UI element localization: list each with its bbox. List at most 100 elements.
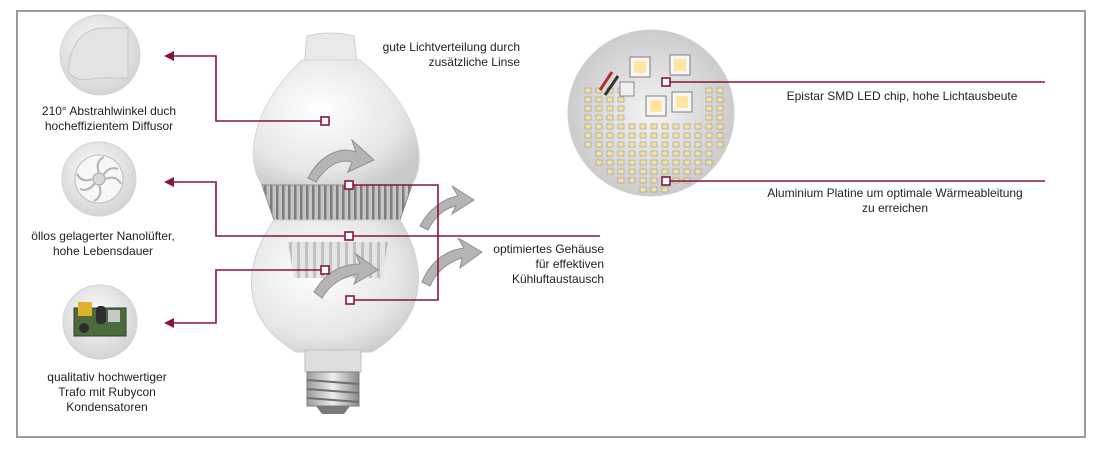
callout-arrowheads: [164, 51, 174, 328]
smd-led: [606, 132, 614, 139]
smd-led: [617, 177, 625, 184]
smd-led: [584, 114, 592, 121]
label-diffusor-line2: hocheffizientem Diffusor: [44, 119, 174, 133]
label-housing: optimiertes Gehäuse für effektiven Kühlu…: [470, 242, 604, 287]
smd-led: [628, 150, 636, 157]
label-platine-line1: Aluminium Platine um optimale Wärmeablei…: [767, 186, 1023, 200]
smd-led: [595, 141, 603, 148]
smd-led: [716, 87, 724, 94]
smd-led: [672, 168, 680, 175]
smd-led: [661, 150, 669, 157]
smd-led: [672, 141, 680, 148]
smd-led: [716, 123, 724, 130]
smd-led: [606, 96, 614, 103]
callout-lines: [172, 55, 1045, 324]
smd-led: [661, 132, 669, 139]
label-platine-line2: zu erreichen: [861, 201, 929, 215]
smd-led: [628, 132, 636, 139]
smd-led: [705, 141, 713, 148]
smd-led: [639, 150, 647, 157]
label-fan-line1: öllos gelagerter Nanolüfter,: [31, 229, 175, 243]
smd-led: [694, 168, 702, 175]
smd-led: [672, 150, 680, 157]
diagram-frame: [16, 10, 1086, 438]
smd-led: [617, 150, 625, 157]
smd-led: [628, 177, 636, 184]
smd-led: [584, 96, 592, 103]
smd-led: [672, 159, 680, 166]
smd-led: [639, 177, 647, 184]
smd-led: [639, 159, 647, 166]
smd-led: [617, 96, 625, 103]
smd-led: [672, 123, 680, 130]
smd-led: [705, 87, 713, 94]
smd-led: [617, 159, 625, 166]
trafo-circle: [62, 284, 138, 360]
smd-led: [617, 123, 625, 130]
smd-led: [606, 150, 614, 157]
smd-led: [683, 150, 691, 157]
label-fan: öllos gelagerter Nanolüfter, hohe Lebens…: [18, 229, 188, 259]
smd-led: [606, 159, 614, 166]
smd-led: [694, 141, 702, 148]
smd-led: [650, 186, 658, 193]
smd-led: [705, 114, 713, 121]
smd-led: [628, 159, 636, 166]
label-lens-line2: zusätzliche Linse: [428, 55, 520, 69]
smd-led: [694, 132, 702, 139]
smd-led: [617, 114, 625, 121]
fan-circle: [61, 141, 137, 217]
label-lens: gute Lichtverteilung durch zusätzliche L…: [340, 40, 520, 70]
smd-led: [705, 132, 713, 139]
label-lens-line1: gute Lichtverteilung durch: [382, 40, 520, 54]
smd-led: [683, 159, 691, 166]
smd-led: [705, 150, 713, 157]
label-trafo-line3: Kondensatoren: [66, 400, 148, 414]
smd-led: [617, 141, 625, 148]
smd-led: [716, 132, 724, 139]
smd-led: [639, 123, 647, 130]
label-housing-line1: optimiertes Gehäuse: [493, 242, 604, 256]
smd-led: [683, 123, 691, 130]
smd-led: [716, 114, 724, 121]
label-diffusor-line1: 210° Abstrahlwinkel duch: [41, 104, 177, 118]
smd-led: [628, 168, 636, 175]
label-trafo-line2: Trafo mit Rubycon: [58, 385, 156, 399]
airflow-arrows: [307, 138, 483, 299]
smd-led: [705, 105, 713, 112]
smd-led: [628, 141, 636, 148]
smd-led: [628, 123, 636, 130]
smd-led: [584, 87, 592, 94]
smd-led: [606, 105, 614, 112]
smd-led: [639, 168, 647, 175]
smd-led: [617, 105, 625, 112]
smd-led: [639, 132, 647, 139]
smd-led: [595, 87, 603, 94]
smd-led: [650, 168, 658, 175]
smd-led: [595, 114, 603, 121]
smd-led: [650, 141, 658, 148]
label-diffusor: 210° Abstrahlwinkel duch hocheffizientem…: [24, 104, 194, 134]
callout-markers: [320, 77, 671, 305]
smd-led: [683, 141, 691, 148]
smd-led: [705, 159, 713, 166]
smd-chips: [619, 54, 693, 117]
smd-led: [694, 159, 702, 166]
smd-led: [584, 123, 592, 130]
smd-led: [661, 123, 669, 130]
smd-led: [661, 168, 669, 175]
smd-led: [661, 159, 669, 166]
label-platine: Aluminium Platine um optimale Wärmeablei…: [745, 186, 1045, 216]
label-housing-line2: für effektiven: [535, 257, 604, 271]
led-bulb-image: [250, 32, 420, 414]
label-chip-line1: Epistar SMD LED chip, hohe Lichtausbeute: [786, 89, 1018, 103]
smd-led: [661, 186, 669, 193]
smd-led: [617, 132, 625, 139]
diffusor-circle: [59, 14, 141, 96]
label-housing-line3: Kühluftaustausch: [511, 272, 604, 286]
smd-led: [661, 141, 669, 148]
smd-led: [584, 105, 592, 112]
smd-led: [595, 96, 603, 103]
smd-led: [595, 159, 603, 166]
